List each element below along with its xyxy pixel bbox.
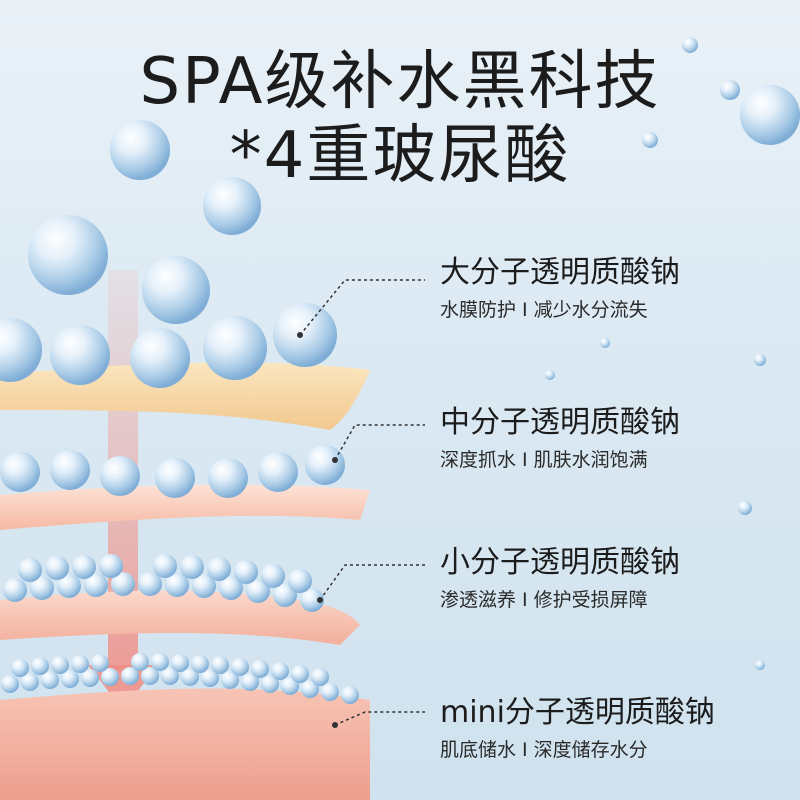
layer-name: mini分子透明质酸钠 [440,695,715,730]
small-bubble-row [3,554,324,612]
layer-label-small: 小分子透明质酸钠 渗透滋养 I 修护受损屏障 [440,545,680,615]
lower-skin-layer [0,590,360,645]
leader-dots [297,332,338,728]
layer-label-mini: mini分子透明质酸钠 肌底储水 I 深度储存水分 [440,695,715,765]
deep-skin-layer [0,688,370,800]
layer-name: 小分子透明质酸钠 [440,545,680,580]
middle-skin-layer [0,484,370,530]
layer-name: 大分子透明质酸钠 [440,255,680,290]
headline-line-1: SPA级补水黑科技 [139,45,661,119]
layer-name: 中分子透明质酸钠 [440,405,680,440]
leader-lines [299,279,425,726]
headline-line-2: *4重玻尿酸 [229,119,571,193]
layer-label-large: 大分子透明质酸钠 水膜防护 I 减少水分流失 [440,255,680,325]
medium-bubble-row [0,445,345,498]
layer-desc: 水膜防护 I 减少水分流失 [440,299,648,321]
layer-desc: 渗透滋养 I 修护受损屏障 [440,589,648,611]
large-bubble-row [0,303,337,388]
layer-desc: 深度抓水 I 肌肤水润饱满 [440,449,648,471]
layer-desc: 肌底储水 I 深度储存水分 [440,739,648,761]
deep-bubble-row [1,653,359,704]
floating-bubbles [28,37,800,670]
layer-label-medium: 中分子透明质酸钠 深度抓水 I 肌肤水润饱满 [440,405,680,475]
